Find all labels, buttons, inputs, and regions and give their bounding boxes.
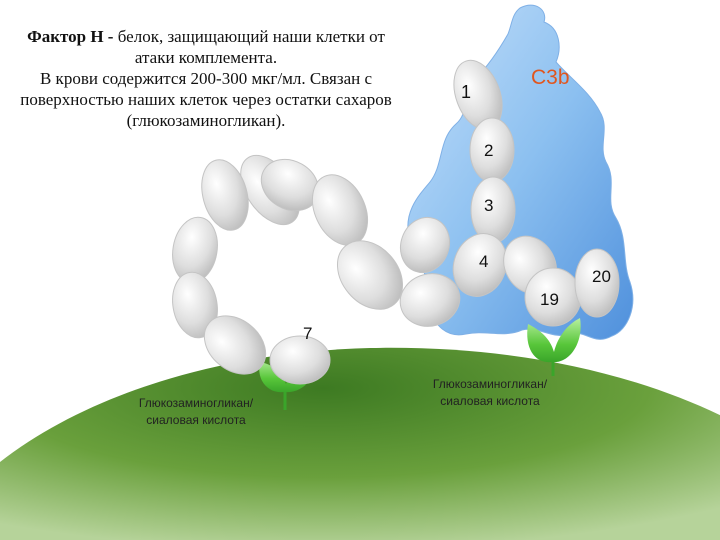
domain-center-c xyxy=(399,273,461,327)
description-line1-rest: белок, защищающий наши клетки от xyxy=(113,27,385,46)
description-line3: В крови содержится 200-300 мкг/мл. Связа… xyxy=(39,69,373,88)
description-line2: атаки комплемента. xyxy=(134,48,278,67)
domain-label-3: 3 xyxy=(484,196,493,215)
description-term: Фактор Н - xyxy=(27,27,114,46)
receptor-left-caption-line2: сиаловая кислота xyxy=(146,413,246,427)
domain-label-4: 4 xyxy=(479,252,488,271)
receptor-right-caption-line1: Глюкозаминогликан/ xyxy=(433,377,548,391)
description-line1: Фактор Н - белок, защищающий наши клетки… xyxy=(0,26,412,47)
domain-bottom-left xyxy=(203,315,267,375)
cell-surface xyxy=(0,347,720,540)
description-line4: поверхностью наших клеток через остатки … xyxy=(20,90,392,109)
receptor-right-icon xyxy=(527,318,581,376)
description-line5: (глюкозаминогликан). xyxy=(126,111,286,130)
domain-label-2: 2 xyxy=(484,141,493,160)
factor-h-description: Фактор Н - белок, защищающий наши клетки… xyxy=(0,26,412,131)
domain-center-d xyxy=(399,216,451,274)
domain-7 xyxy=(269,335,331,385)
domain-upper-loop-b xyxy=(201,159,249,231)
receptor-left-caption-line1: Глюкозаминогликан/ xyxy=(139,396,254,410)
domain-label-19: 19 xyxy=(540,290,559,309)
receptor-right-caption-line2: сиаловая кислота xyxy=(440,394,540,408)
domain-label-1: 1 xyxy=(461,82,471,102)
factor-h-domains xyxy=(172,59,620,385)
domain-4 xyxy=(452,233,508,297)
c3b-label: C3b xyxy=(531,66,570,89)
domain-label-20: 20 xyxy=(592,267,611,286)
domain-label-7: 7 xyxy=(303,324,312,343)
domain-20 xyxy=(574,248,620,318)
domain-center-b xyxy=(336,240,404,310)
domain-left-b xyxy=(172,271,218,339)
